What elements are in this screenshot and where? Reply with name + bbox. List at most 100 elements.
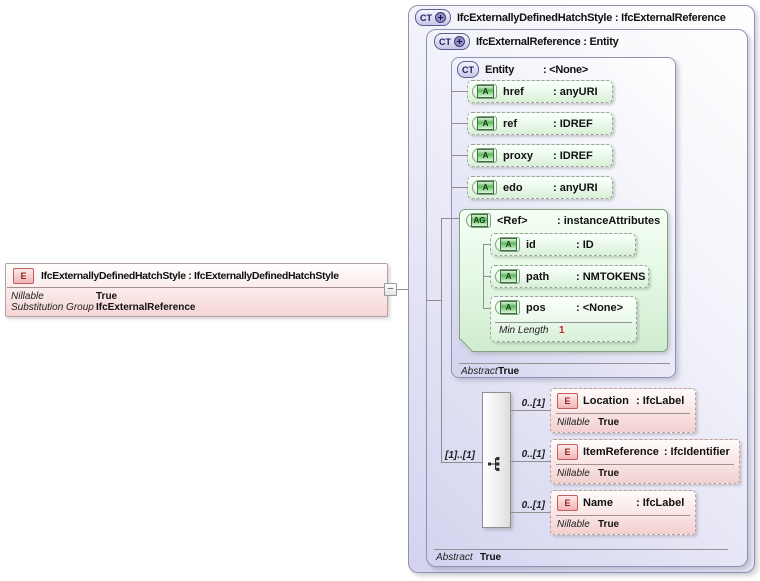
abstract-value: True: [498, 366, 520, 377]
collapse-toggle[interactable]: −: [384, 283, 397, 296]
element-cardinality: 0..[1]: [521, 398, 545, 409]
attribute-group-badge: AG: [466, 213, 491, 228]
element-box-name[interactable]: E Name : IfcLabel Nillable True: [550, 490, 696, 535]
element-type: : IfcIdentifier: [663, 446, 730, 458]
attribute-badge: A: [472, 180, 497, 195]
element-cardinality: 0..[1]: [521, 449, 545, 460]
element-name: ItemReference: [583, 446, 659, 458]
nillable-value: True: [598, 519, 620, 530]
entity-type: : <None>: [543, 63, 589, 76]
sequence-compositor-box[interactable]: [482, 392, 511, 528]
attribute-badge: A: [495, 300, 520, 315]
element-box-itemreference[interactable]: E ItemReference : IfcIdentifier Nillable…: [550, 439, 740, 484]
complextype-badge-label: CT: [462, 64, 474, 75]
attribute-type: : IDREF: [553, 149, 593, 162]
attribute-name: proxy: [503, 149, 533, 162]
sequence-cardinality: [1]..[1]: [445, 450, 475, 461]
attribute-type: : NMTOKENS: [576, 270, 646, 283]
attribute-group-badge-label: AG: [471, 214, 488, 227]
complextype-badge: CT: [457, 61, 479, 78]
minus-icon: −: [387, 283, 394, 295]
connector-line: [511, 461, 550, 462]
element-name: Location: [583, 395, 629, 407]
nillable-value: True: [598, 417, 620, 428]
abstract-label: Abstract: [461, 366, 498, 377]
attribute-badge-label: A: [500, 270, 517, 283]
attribute-box-href[interactable]: A href : anyURI: [467, 80, 613, 103]
element-name: Name: [583, 497, 613, 509]
connector-line: [426, 300, 441, 301]
attribute-box-id[interactable]: A id : ID: [490, 233, 636, 256]
complextype-title: IfcExternallyDefinedHatchStyle : IfcExte…: [457, 11, 726, 24]
facet-value: 1: [559, 325, 565, 336]
attribute-box-pos[interactable]: A pos : <None> Min Length 1: [490, 296, 637, 342]
attribute-badge: A: [472, 148, 497, 163]
attribute-badge: A: [472, 84, 497, 99]
attribute-group-type: : instanceAttributes: [557, 214, 661, 227]
attribute-badge-label: A: [477, 181, 494, 194]
chamfer-edge: [459, 338, 473, 352]
attribute-box-ref[interactable]: A ref : IDREF: [467, 112, 613, 135]
element-title: IfcExternallyDefinedHatchStyle : IfcExte…: [41, 270, 339, 282]
plus-icon: [454, 36, 465, 47]
element-type: : IfcLabel: [636, 395, 685, 407]
attribute-type: : IDREF: [553, 117, 593, 130]
nillable-label: Nillable: [557, 468, 590, 479]
attribute-box-path[interactable]: A path : NMTOKENS: [490, 265, 649, 288]
plus-icon: [435, 12, 446, 23]
complextype-badge: CT: [415, 9, 451, 26]
attribute-name: id: [526, 238, 536, 251]
nillable-label: Nillable: [11, 291, 44, 302]
attribute-badge: A: [495, 269, 520, 284]
attribute-badge-label: A: [477, 149, 494, 162]
row-separator: [7, 287, 388, 288]
attribute-badge-label: A: [477, 85, 494, 98]
connector-line: [441, 218, 442, 463]
abstract-separator: [459, 363, 670, 364]
row-separator: [556, 413, 690, 414]
facet-separator: [495, 322, 632, 323]
connector-line: [483, 276, 490, 277]
attribute-name: pos: [526, 301, 546, 314]
complextype-badge-label: CT: [420, 12, 432, 23]
substitution-group-value: IfcExternalReference: [96, 302, 196, 313]
connector-line: [397, 289, 408, 290]
attribute-group-box[interactable]: AG <Ref> : instanceAttributes A id : ID …: [459, 209, 668, 352]
abstract-value: True: [480, 552, 502, 563]
attribute-box-edo[interactable]: A edo : anyURI: [467, 176, 613, 199]
substitution-group-label: Substitution Group: [11, 302, 94, 313]
element-badge: E: [13, 268, 34, 284]
complextype-header: CT Entity : <None>: [457, 61, 588, 78]
connector-line: [483, 244, 490, 245]
connector-line: [451, 91, 467, 92]
attribute-type: : ID: [576, 238, 594, 251]
nillable-value: True: [96, 291, 118, 302]
element-cardinality: 0..[1]: [521, 500, 545, 511]
element-box-location[interactable]: E Location : IfcLabel Nillable True: [550, 388, 696, 433]
attribute-badge-label: A: [500, 238, 517, 251]
element-badge: E: [557, 444, 578, 460]
connector-line: [511, 512, 550, 513]
nillable-label: Nillable: [557, 519, 590, 530]
attribute-name: path: [526, 270, 550, 283]
attribute-group-shape: AG <Ref> : instanceAttributes A id : ID …: [459, 209, 668, 352]
connector-line: [451, 155, 467, 156]
element-badge: E: [557, 393, 578, 409]
complextype-title: IfcExternalReference : Entity: [476, 35, 619, 48]
attribute-badge-label: A: [477, 117, 494, 130]
entity-name: Entity: [485, 63, 515, 76]
element-badge: E: [557, 495, 578, 511]
connector-line: [441, 462, 482, 463]
element-box-ifcexternallydefinedhatchstyle[interactable]: E IfcExternallyDefinedHatchStyle : IfcEx…: [5, 263, 388, 317]
attribute-type: : <None>: [576, 301, 624, 314]
nillable-label: Nillable: [557, 417, 590, 428]
attribute-group-name: <Ref>: [497, 214, 528, 227]
complextype-header: CT IfcExternalReference : Entity: [434, 33, 619, 50]
attribute-type: : anyURI: [553, 181, 598, 194]
sequence-icon: [488, 457, 500, 471]
attribute-group-header: AG <Ref> : instanceAttributes: [466, 213, 660, 228]
nillable-value: True: [598, 468, 620, 479]
attribute-badge: A: [472, 116, 497, 131]
attribute-box-proxy[interactable]: A proxy : IDREF: [467, 144, 613, 167]
